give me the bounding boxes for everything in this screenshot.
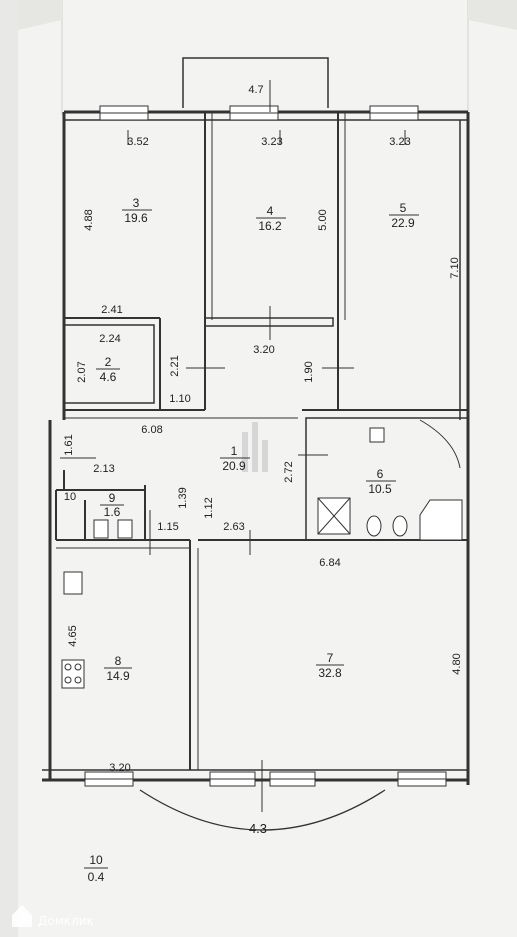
room-1-area: 20.9 (222, 459, 246, 473)
room-8-area: 14.9 (106, 669, 130, 683)
room-5-area: 22.9 (391, 216, 415, 230)
room-9-number: 9 (109, 491, 116, 505)
room-3-number: 3 (133, 196, 140, 210)
balcony-top (182, 57, 329, 108)
dim-room5-height: 7.10 (449, 257, 461, 278)
window-top-left (99, 105, 149, 121)
domclick-watermark-text: Домклик (38, 914, 94, 928)
room-6-area: 10.5 (368, 482, 392, 496)
room-6-number: 6 (377, 467, 384, 481)
dim-balcony-top: 4.7 (248, 84, 263, 96)
room-7-area: 32.8 (318, 666, 342, 680)
interior-walls (55, 112, 469, 770)
dim-2-07: 2.07 (76, 361, 88, 382)
room-7-number: 7 (327, 651, 334, 665)
dim-2-63: 2.63 (223, 521, 244, 533)
room-9-area: 1.6 (104, 505, 121, 519)
domclick-house-icon (12, 905, 32, 927)
room-5-number: 5 (400, 201, 407, 215)
room-4-number: 4 (267, 204, 274, 218)
window-top-right (369, 105, 419, 121)
dim-1-90: 1.90 (303, 361, 315, 382)
window-bottom-right (397, 771, 447, 787)
watermark-logo (242, 422, 268, 472)
window-bottom-left (84, 771, 134, 787)
dim-6-08: 6.08 (141, 424, 162, 436)
room-2-area: 4.6 (100, 370, 117, 384)
room-3-area: 19.6 (124, 211, 148, 225)
room-4-area: 16.2 (258, 219, 282, 233)
dim-1-12: 1.12 (203, 497, 215, 518)
dim-2-21: 2.21 (169, 355, 181, 376)
dim-room3-height: 4.88 (83, 209, 95, 230)
dim-1-15: 1.15 (157, 521, 178, 533)
dim-room5-width: 3.23 (389, 136, 410, 148)
room-8-number: 8 (115, 654, 122, 668)
dim-room4-width: 3.23 (261, 136, 282, 148)
room-10-number: 10 (89, 853, 103, 867)
dim-4-65: 4.65 (67, 625, 79, 646)
dim-1-39: 1.39 (177, 487, 189, 508)
dimension-ticks (60, 80, 406, 812)
dim-room4-height: 5.00 (317, 209, 329, 230)
dim-1-10: 1.10 (169, 393, 190, 405)
dim-2-24: 2.24 (99, 333, 120, 345)
window-bottom-middle-1 (209, 771, 256, 787)
dim-room3-width: 3.52 (127, 136, 148, 148)
dim-3-20-hall: 3.20 (253, 344, 274, 356)
dim-closet-10: 10 (64, 491, 76, 503)
paper-fold (468, 0, 517, 30)
dim-3-20-bottom: 3.20 (109, 762, 130, 774)
dim-2-13: 2.13 (93, 463, 114, 475)
room-10-area: 0.4 (88, 870, 105, 884)
room-2-number: 2 (105, 355, 112, 369)
window-bottom-middle-2 (269, 771, 316, 787)
domclick-watermark: Домклик (12, 905, 94, 928)
dim-2-41: 2.41 (101, 304, 122, 316)
window-top-middle (229, 105, 279, 121)
dim-4-80: 4.80 (451, 653, 463, 674)
dim-6-84: 6.84 (319, 557, 340, 569)
paper-fold (18, 0, 62, 30)
dim-1-61: 1.61 (63, 434, 75, 455)
bathroom-fixtures (61, 419, 463, 689)
balcony-bottom-arc (139, 789, 386, 831)
dim-2-72: 2.72 (283, 461, 295, 482)
dim-balcony-bottom: 4.3 (249, 821, 267, 836)
room-1-number: 1 (231, 444, 238, 458)
